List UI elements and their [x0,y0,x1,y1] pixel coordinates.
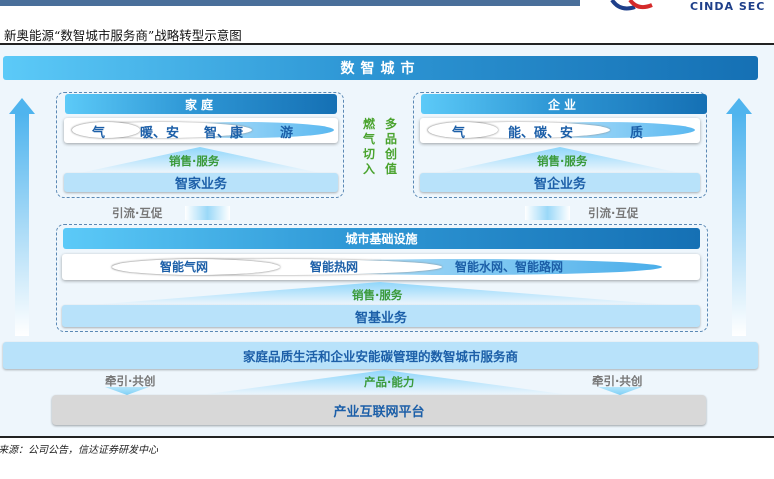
enterprise-item: 能、碳、安 [508,126,574,141]
left-up-arrow [9,98,35,336]
source-note: 资料来源：公司公告，信达证券研发中心 [0,445,158,456]
infra-business: 智基业务 [62,305,700,327]
link-left-label: 引流·互促 [112,206,163,220]
home-item: 气 [92,126,106,141]
top-rule [0,43,774,45]
enterprise-business: 智企业务 [420,173,700,192]
enterprise-title: 企业 [421,94,707,114]
home-section [56,92,344,198]
pull-right-arrow [598,387,642,395]
home-business: 智家业务 [64,173,338,192]
home-item: 智、康 [204,126,244,141]
home-title: 家庭 [65,94,337,114]
logo-text: CINDA SEC [690,0,766,13]
infra-title: 城市基础设施 [63,228,700,249]
infra-flow-label: 销售·服务 [352,288,403,302]
bottom-rule [0,436,774,438]
infra-items-row: 智能气网 智能热网 智能水网、智能路网 [62,254,700,280]
cinda-logo [610,0,653,11]
link-right-arrow [525,206,570,220]
link-left-arrow [185,206,230,220]
gas-entry-label: 燃气切入 [362,117,375,176]
provider-band: 家庭品质生活和企业安能碳管理的数智城市服务商 [3,342,758,369]
figure-title: 新奥能源“数智城市服务商”战略转型示意图 [4,28,242,43]
enterprise-items-row: 气 能、碳、安 质 [420,118,700,143]
home-item: 游 [280,126,294,141]
infra-section [56,224,708,332]
enterprise-section [413,92,707,198]
right-up-arrow [726,98,752,336]
home-item: 暖、安 [140,126,180,141]
enterprise-item: 气 [452,126,466,141]
multi-value-label: 多品创值 [384,117,397,176]
enterprise-item: 质 [630,126,644,141]
pull-right-label: 牵引·共创 [592,374,643,388]
infra-item: 智能气网 [160,260,209,274]
platform-bar: 产业互联网平台 [52,395,706,425]
link-right-label: 引流·互促 [588,206,639,220]
infra-item: 智能水网、智能路网 [455,260,564,274]
enterprise-flow-label: 销售·服务 [537,154,588,168]
top-band [0,0,580,6]
infra-item: 智能热网 [310,260,359,274]
pull-left-label: 牵引·共创 [105,374,156,388]
product-label: 产品·能力 [364,375,415,389]
pull-left-arrow [105,387,149,395]
home-items-row: 气 暖、安 智、康 游 [64,118,338,143]
top-banner: 数智城市 [3,56,758,80]
home-flow-label: 销售·服务 [169,154,220,168]
